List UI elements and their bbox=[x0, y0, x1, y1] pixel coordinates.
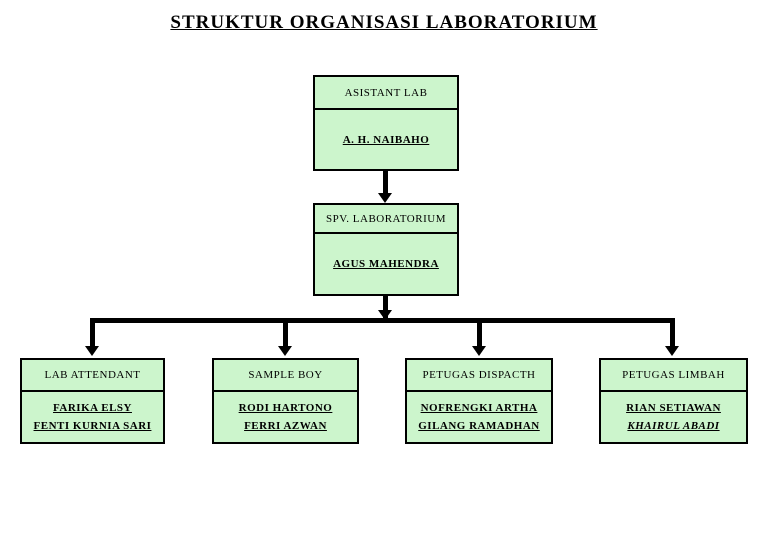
connector-l2-bus-arrowhead bbox=[378, 310, 392, 320]
person-name: FERRI AZWAN bbox=[244, 420, 327, 432]
orgbox-petugas-dispacth: PETUGAS DISPACTH NOFRENGKI ARTHA GILANG … bbox=[405, 358, 553, 444]
person-name: RODI HARTONO bbox=[238, 402, 333, 414]
connector-arrowhead-petugas-limbah bbox=[665, 346, 679, 356]
orgbox-body: A. H. NAIBAHO bbox=[315, 110, 457, 169]
person-name: GILANG RAMADHAN bbox=[418, 420, 540, 432]
page-title: STRUKTUR ORGANISASI LABORATORIUM bbox=[170, 12, 598, 33]
person-name: RIAN SETIAWAN bbox=[626, 402, 721, 414]
person-name: FARIKA ELSY bbox=[53, 402, 132, 414]
connector-drop-petugas-limbah bbox=[670, 318, 675, 348]
connector-bus-horizontal bbox=[90, 318, 675, 323]
orgbox-spv-laboratorium: SPV. LABORATORIUM AGUS MAHENDRA bbox=[313, 203, 459, 296]
role-label-sample-boy: SAMPLE BOY bbox=[214, 360, 357, 392]
orgbox-asistant-lab: ASISTANT LAB A. H. NAIBAHO bbox=[313, 75, 459, 171]
orgbox-petugas-limbah: PETUGAS LIMBAH RIAN SETIAWAN KHAIRUL ABA… bbox=[599, 358, 748, 444]
role-label-petugas-dispacth: PETUGAS DISPACTH bbox=[407, 360, 551, 392]
connector-arrowhead-lab-attendant bbox=[85, 346, 99, 356]
person-name: KHAIRUL ABADI bbox=[627, 420, 720, 432]
connector-drop-lab-attendant bbox=[90, 318, 95, 348]
orgbox-body: FARIKA ELSY FENTI KURNIA SARI bbox=[22, 392, 163, 442]
connector-drop-sample-boy bbox=[283, 318, 288, 348]
person-name: NOFRENGKI ARTHA bbox=[420, 402, 538, 414]
orgbox-body: NOFRENGKI ARTHA GILANG RAMADHAN bbox=[407, 392, 551, 442]
role-label-petugas-limbah: PETUGAS LIMBAH bbox=[601, 360, 746, 392]
role-label-lab-attendant: LAB ATTENDANT bbox=[22, 360, 163, 392]
role-label-asistant-lab: ASISTANT LAB bbox=[315, 77, 457, 110]
connector-arrowhead-petugas-dispacth bbox=[472, 346, 486, 356]
connector-arrowhead-sample-boy bbox=[278, 346, 292, 356]
orgbox-body: RODI HARTONO FERRI AZWAN bbox=[214, 392, 357, 442]
orgbox-sample-boy: SAMPLE BOY RODI HARTONO FERRI AZWAN bbox=[212, 358, 359, 444]
connector-l1-l2-arrowhead bbox=[378, 193, 392, 203]
orgbox-lab-attendant: LAB ATTENDANT FARIKA ELSY FENTI KURNIA S… bbox=[20, 358, 165, 444]
person-name: FENTI KURNIA SARI bbox=[33, 420, 152, 432]
connector-l2-bus-stem bbox=[383, 296, 388, 320]
orgbox-body: AGUS MAHENDRA bbox=[315, 234, 457, 294]
role-label-spv-laboratorium: SPV. LABORATORIUM bbox=[315, 205, 457, 234]
connector-l1-l2-stem bbox=[383, 171, 388, 195]
orgbox-body: RIAN SETIAWAN KHAIRUL ABADI bbox=[601, 392, 746, 442]
person-name: AGUS MAHENDRA bbox=[333, 258, 439, 270]
connector-drop-petugas-dispacth bbox=[477, 318, 482, 348]
person-name: A. H. NAIBAHO bbox=[342, 133, 430, 146]
